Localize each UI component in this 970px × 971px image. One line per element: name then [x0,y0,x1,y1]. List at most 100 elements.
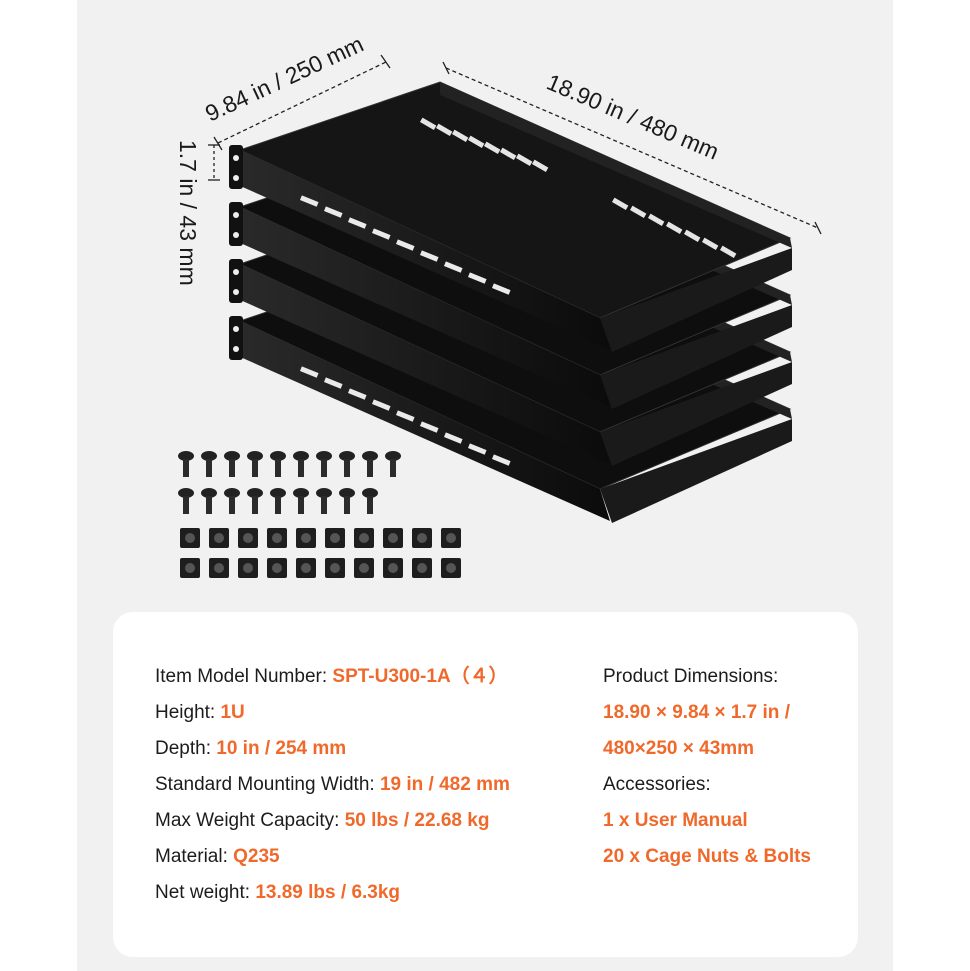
cage-nut-icon [325,528,345,548]
tray-slot [484,141,501,155]
shelf-side-wall [600,419,792,523]
bolt-icon [270,451,286,477]
mounting-ear [229,259,243,303]
shelf-side-wall [600,362,792,466]
cage-nut-icon [209,528,229,548]
tray-slot [436,123,453,137]
tray-slot [612,197,629,210]
tray-slot [630,205,647,218]
bolt-icon [247,451,263,477]
product-dimensions-imperial: 18.90 × 9.84 × 1.7 in / [603,702,790,723]
tray-slot [702,237,719,250]
bolt-icon [362,488,378,514]
shelf-back-lip [440,82,792,248]
mounting-hole [233,289,239,295]
cage-nut-icon [267,558,287,578]
cage-nut-icon [238,528,258,548]
spec-card [113,612,858,957]
vent-slot [396,239,415,251]
bolt-icon [293,451,309,477]
mounting-ear [229,316,243,360]
mounting-hole [233,326,239,332]
shelf-side-wall [600,305,792,409]
cage-nut-icon [354,558,374,578]
mounting-hole [233,232,239,238]
bolt-icon [339,451,355,477]
vent-slot [468,272,487,284]
vent-slot [300,195,319,207]
cage-nut-icon [441,528,461,548]
mounting-hole [233,269,239,275]
spec-mounting-width: Standard Mounting Width: 19 in / 482 mm [155,774,510,795]
tray-slot [500,147,517,160]
tray-slot [420,117,437,130]
bolt-icon [362,451,378,477]
vent-slot [419,250,439,262]
vent-slot [324,377,343,389]
cage-nut-icon [180,558,200,578]
height-dimension-line [208,144,220,181]
tray-slot [684,229,701,242]
cage-nut-icon [325,558,345,578]
shelf-front-rim [238,321,610,521]
mounting-ear [229,202,243,246]
product-illustration: 9.84 in / 250 mm 18.90 in / 480 mm 1.7 i… [175,31,822,578]
cage-nut-icon [441,558,461,578]
bolt-icon [316,488,332,514]
bolt-icon [339,488,355,514]
shelf-front-rim [238,207,610,407]
vent-slot [348,388,367,400]
cage-nut-icon [412,528,432,548]
cage-nut-icon [412,558,432,578]
bolt-icon [178,451,194,477]
spec-depth: Depth: 10 in / 254 mm [155,738,347,759]
shelf-front-rim [238,264,610,464]
cage-nut-icon [296,528,316,548]
accessory-cage-nuts: 20 x Cage Nuts & Bolts [603,846,811,867]
vent-slot [300,366,319,378]
tray-slot [720,245,737,258]
mounting-hole [233,175,239,181]
shelf-stack [229,81,792,523]
depth-dimension-line [213,54,391,151]
tray-slot [452,129,469,142]
accessories-label: Accessories: [603,774,711,795]
vent-slot [324,206,343,218]
tray-slot [468,135,485,148]
spec-max-weight: Max Weight Capacity: 50 lbs / 22.68 kg [155,810,490,831]
tray-slot [666,221,683,234]
cage-nut-icon [383,528,403,548]
spec-list-left: Item Model Number: SPT-U300-1A（４） Height… [155,662,510,914]
rack-shelf [229,81,792,352]
shelf-side-wall [600,248,792,352]
spec-model-number: Item Model Number: SPT-U300-1A（４） [155,666,508,687]
tray-slot [648,213,665,226]
product-dimensions-metric: 480×250 × 43mm [603,738,755,759]
vent-slot [444,432,463,444]
height-dimension-label: 1.7 in / 43 mm [175,140,201,286]
accessory-user-manual: 1 x User Manual [603,810,748,831]
vent-slot [444,261,463,273]
vent-slot [396,410,415,422]
cage-nut-icon [383,558,403,578]
product-dimensions-label: Product Dimensions: [603,666,779,687]
mounting-hole [233,346,239,352]
cage-nut-icon [296,558,316,578]
tray-slot [532,159,549,172]
mounting-hole [233,212,239,218]
mounting-ear [229,145,243,189]
bolt-icon [247,488,263,514]
bolt-icon [201,451,217,477]
bolt-icon [293,488,309,514]
depth-dimension-label: 9.84 in / 250 mm [201,31,367,127]
bolt-icon [201,488,217,514]
shelf-front-rim [238,150,610,350]
cage-nut-icon [267,528,287,548]
cage-nut-icon [209,558,229,578]
bolt-icon [224,488,240,514]
bolt-icon [316,451,332,477]
spec-material: Material: Q235 [155,846,280,867]
vent-slot [419,421,439,433]
bolt-icon [385,451,401,477]
